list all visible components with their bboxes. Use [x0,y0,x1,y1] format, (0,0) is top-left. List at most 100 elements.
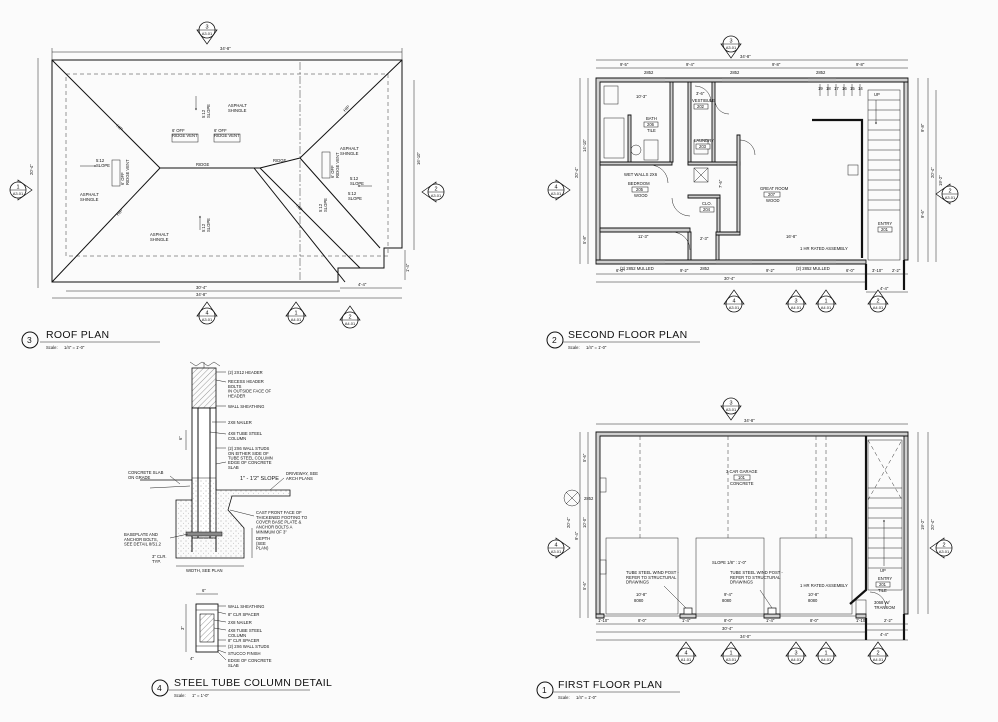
detail-scale: 1" = 1'-0" [192,693,209,698]
section-dim-6: 6" [202,588,206,593]
roof-title: ROOF PLAN [46,329,109,341]
first-scale-label: Scale: [558,695,570,700]
section-marker-second-b4: 2A4.01 [867,289,889,313]
second-floor-plan: 34'-8" 9'-5" 9'-4" 9'-8" 9'-8" 2852 2852… [546,54,943,350]
second-dim-small-3: 7'-6" [718,179,723,188]
marker-sheet: A3.01 [726,407,737,412]
marker-number: 1 [824,299,827,305]
first-dim-left-1: 5'-6" [582,453,587,462]
section-marker-first-b5: 2A4.01 [867,641,889,665]
marker-sheet: A4.01 [291,317,302,322]
hip-label-4: HIP [295,203,304,212]
marker-sheet: A3.01 [431,193,442,198]
laundry-name: LAUNDRY [694,138,714,143]
second-dim-right-2: 9'-6" [920,209,925,218]
bath-finish: TILE [647,128,656,133]
second-dim-top-1: 9'-5" [620,62,629,67]
first-dim-left-4: 5'-6" [582,581,587,590]
stair-num-16: 16 [842,86,847,91]
roof-dim-bottom-inner: 30'-4" [196,285,207,290]
second-wall-len-1: 10'-3" [636,94,647,99]
roof-dim-right: 16'-10" [416,151,421,165]
first-door-3068: 3068 W/TRANSOM [874,600,895,610]
second-up-label: UP [874,92,880,97]
first-dim-left-5: 20'-4" [566,517,571,528]
stair-num-19: 19 [818,86,823,91]
wind-post-note-1: TUBE STEEL WIND POST -REFER TO STRUCTURA… [626,570,679,585]
marker-sheet: A4.01 [821,305,832,310]
first-dim-bot-8: 2'-2" [884,618,893,623]
section-marker-first-b1: 4A1.01 [675,641,697,665]
first-dim-bot-6: 8'-0" [810,618,819,623]
second-dim-left-2: 5'-8" [582,235,587,244]
bath-name: BATH [646,116,657,121]
first-entry-tag: 201 [879,582,887,587]
marker-number: 3 [794,299,797,305]
detail-title-number: 4 [157,683,162,693]
detail-slope: 1" - 1'2" SLOPE [240,476,279,482]
section-marker-first-b3: 3A4.01 [785,641,807,665]
section-marker-roof-left: 1A3.01 [9,179,33,201]
detail-title-circle [151,679,169,697]
marker-sheet: A3.01 [13,191,24,196]
marker-sheet: A4.01 [345,321,356,326]
second-wall-len-3: 16'-8" [786,234,797,239]
section-marker-second-b3: 1A4.01 [815,289,837,313]
marker-number: 4 [205,311,208,317]
marker-number: 2 [948,189,951,195]
first-title-circle [536,681,554,699]
bath-tag: 206 [647,122,655,127]
second-dim-bot-corner: 4'-4" [880,286,889,291]
second-dim-small-1: 3'-6" [696,91,705,96]
first-rated-note: 1 HR RATED ASSEMBLY [800,583,848,588]
second-win-bot-2: (2) 2852 MULLED [620,266,654,271]
second-dim-right-3: 20'-4" [930,167,935,178]
first-dim-inner-2: 9'-4" [724,592,733,597]
garage-tag: 101 [738,475,746,480]
section-marker-first-top: 3A3.01 [720,397,742,421]
section-marker-roof-top: 3A3.01 [196,21,218,45]
first-stair-treads [867,439,903,569]
slope-note: SLOPE 1/8" : 1'-0" [712,560,747,565]
first-up-label: UP [880,568,886,573]
ridge-label-1: RIDGE [196,162,209,167]
laundry-tag: 203 [699,144,707,149]
second-win-top-1: 2852 [644,70,654,75]
marker-number: 4 [554,185,557,191]
first-entry-finish: TILE [878,588,887,593]
marker-sheet: A3.01 [726,45,737,50]
detail-scale-label: Scale: [174,693,186,698]
first-dim-left-3: 9'-4" [574,531,579,540]
roof-title-number: 3 [27,335,32,345]
second-dim-top-2: 9'-4" [686,62,695,67]
slope-label-5: 5:12SLOPE [318,198,328,212]
first-dim-bot-7: 1'-10" [856,618,867,623]
section-marker-roof-bottom: 4A3.01 [196,301,218,325]
first-floor-plan: 34'-8" [536,418,935,700]
second-dim-small-2: 2'-3" [700,236,709,241]
great-room-tag: 207 [768,192,776,197]
section-callout-1: WALL SHEATHING [228,604,264,609]
marker-number: 3 [205,25,208,31]
roof-dim-left: 20'-4" [29,164,34,175]
marker-sheet: A4.01 [821,657,832,662]
marker-sheet: A3.01 [202,31,213,36]
second-dim-right-4: 19'-2" [938,175,943,186]
roof-dim-side: 1'-4" [405,263,410,272]
detail-callout-1: (2) 2X12 HEADER [228,370,263,375]
first-dim-right-2: 20'-4" [930,519,935,530]
section-marker-first-b2: 1A3.01 [720,641,742,665]
